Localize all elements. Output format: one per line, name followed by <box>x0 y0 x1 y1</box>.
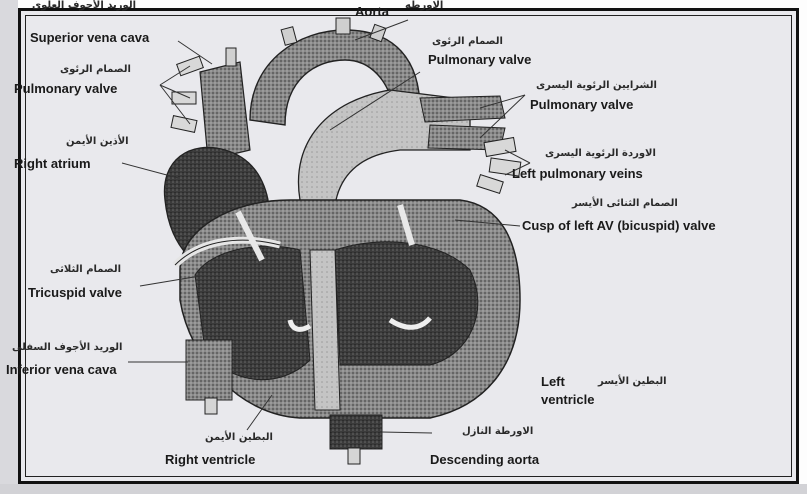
descending-aorta-label: Descending aorta <box>430 452 539 467</box>
inferior-vena-cava-arabic-label: الوريد الأجوف السفلى <box>12 342 122 353</box>
aorta-label: Aorta <box>355 4 389 19</box>
superior-vena-cava-shape <box>200 48 250 160</box>
descending-aorta-arabic-label: الاورطة النازل <box>462 426 533 437</box>
left-ventricle-cavity <box>335 242 478 365</box>
pulmonary-trunk-shape <box>298 90 505 205</box>
inferior-vena-cava-shape <box>186 340 232 414</box>
superior-vena-cava-label: Superior vena cava <box>30 30 149 45</box>
inferior-vena-cava-label: Inferior vena cava <box>6 362 117 377</box>
left-pulmonary-veins-arabic-label: الاوردة الرئوية اليسرى <box>545 148 656 159</box>
right-ventricle-label: Right ventricle <box>165 452 255 467</box>
tricuspid-valve-arabic-label: الصمام الثلاثى <box>50 264 121 275</box>
bicuspid-valve-label: Cusp of left AV (bicuspid) valve <box>522 218 716 233</box>
septum-shape <box>310 250 340 410</box>
tricuspid-valve-label: Tricuspid valve <box>28 285 122 300</box>
pulmonary-valve-top-arabic-label: الصمام الرئوى <box>432 36 503 47</box>
bicuspid-valve-arabic-label: الصمام الثنائى الأيسر <box>572 198 678 209</box>
right-atrium-label: Right atrium <box>14 156 91 171</box>
pulmonary-valve-right-label: Pulmonary valve <box>530 97 633 112</box>
pulmonary-valve-left-arabic-label: الصمام الرئوى <box>60 64 131 75</box>
right-atrium-arabic-label: الأذين الأيمن <box>66 136 129 147</box>
descending-aorta-shape <box>330 415 382 464</box>
pulmonary-valve-top-label: Pulmonary valve <box>428 52 531 67</box>
right-ventricle-arabic-label: البطين الأيمن <box>205 432 273 443</box>
left-pulmonary-arteries-arabic-label: الشرايين الرئوية اليسرى <box>536 80 657 91</box>
aorta-arabic-label: الاورطه <box>405 0 443 11</box>
superior-vena-cava-arabic-label: الوريد الأجوف العلوى <box>32 0 136 11</box>
left-pulmonary-veins-label: Left pulmonary veins <box>512 166 643 181</box>
pulmonary-valve-left-label: Pulmonary valve <box>14 81 117 96</box>
left-ventricle-label-line2: ventricle <box>541 392 594 407</box>
left-ventricle-arabic-label: البطين الأيسر <box>598 376 667 387</box>
left-ventricle-label-line1: Left <box>541 374 565 389</box>
